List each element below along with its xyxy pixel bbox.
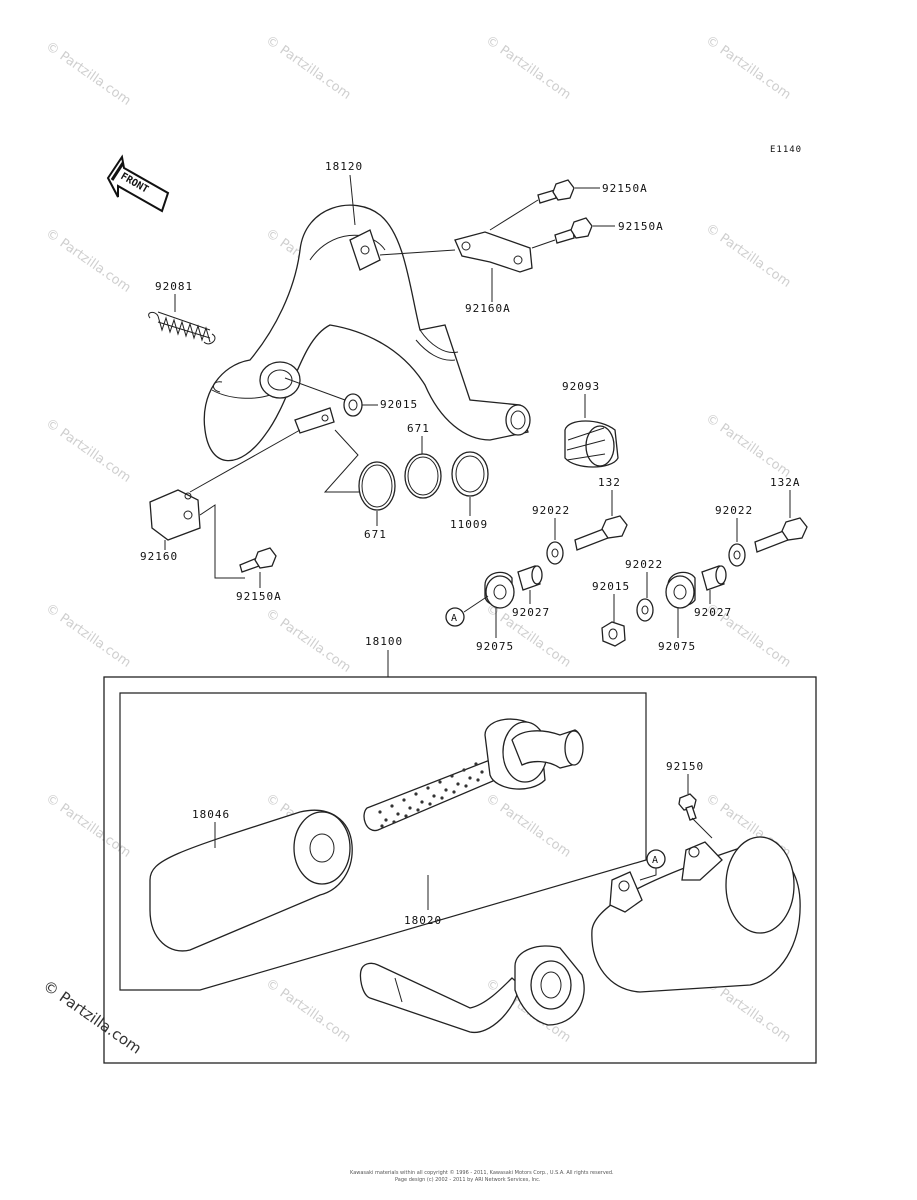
tail-pipe	[359, 945, 585, 1033]
damper-92075-a	[484, 571, 515, 609]
callout-671-b: 671	[407, 422, 430, 435]
front-arrow-icon: FRONT	[106, 154, 170, 213]
bracket-92160	[149, 489, 201, 541]
reference-marker-a-2: A	[646, 849, 666, 869]
callout-92027-b: 92027	[694, 606, 732, 619]
collar-92027-b	[701, 565, 727, 591]
callout-92027-a: 92027	[512, 606, 550, 619]
reference-marker-a-1: A	[445, 607, 465, 627]
bolt-92150A-3	[239, 547, 277, 573]
callout-92081: 92081	[155, 280, 193, 293]
callout-92160A: 92160A	[465, 302, 511, 315]
watermark: © Partzilla.com	[43, 601, 134, 671]
watermark-corner: © Partzilla.com	[40, 977, 145, 1058]
callout-92160: 92160	[140, 550, 178, 563]
silencer-tube-18046	[149, 809, 353, 952]
callout-92150: 92150	[666, 760, 704, 773]
watermark: © Partzilla.com	[43, 39, 134, 109]
bracket-92160A	[454, 231, 533, 273]
callout-18100: 18100	[365, 635, 403, 648]
bolt-92150	[678, 793, 697, 821]
callout-92150A-1: 92150A	[602, 182, 648, 195]
watermark: © Partzilla.com	[263, 976, 354, 1046]
damper-92075-b	[665, 571, 696, 609]
washer-92022-b	[636, 598, 654, 622]
callout-92015-b: 92015	[592, 580, 630, 593]
perforation-holes	[378, 762, 484, 828]
washer-92015-a	[343, 393, 363, 417]
inner-subassembly-frame	[119, 692, 647, 991]
perforated-core-18020	[363, 718, 584, 832]
footer-design-credit: Page design (c) 2002 - 2011 by ARI Netwo…	[395, 1177, 541, 1183]
grommet-92093	[564, 420, 619, 468]
watermark: © Partzilla.com	[43, 226, 134, 296]
callout-92075-b: 92075	[658, 640, 696, 653]
callout-92075-a: 92075	[476, 640, 514, 653]
watermark: © Partzilla.com	[703, 411, 794, 481]
callout-671-a: 671	[364, 528, 387, 541]
watermark: © Partzilla.com	[263, 606, 354, 676]
callout-18020: 18020	[404, 914, 442, 927]
spring-92081	[148, 311, 216, 345]
gasket-671-b	[404, 453, 442, 499]
callout-11009: 11009	[450, 518, 488, 531]
muffler-assembly-box-18100	[103, 676, 817, 1064]
callout-92022-b: 92022	[625, 558, 663, 571]
callout-92022-c: 92022	[715, 504, 753, 517]
expansion-chamber-18120	[203, 204, 531, 462]
watermark: © Partzilla.com	[703, 221, 794, 291]
silencer-body	[591, 836, 801, 993]
callout-92015-a: 92015	[380, 398, 418, 411]
callout-132A: 132A	[770, 476, 801, 489]
callout-18120: 18120	[325, 160, 363, 173]
bolt-132A	[754, 517, 808, 553]
washer-92022-c	[728, 543, 746, 567]
callout-18046: 18046	[192, 808, 230, 821]
nut-92015-b	[601, 621, 626, 647]
bolt-132	[574, 515, 628, 551]
footer-copyright: Kawasaki materials within all copyright …	[350, 1169, 614, 1176]
watermark: © Partzilla.com	[483, 791, 574, 861]
gasket-671-a	[358, 461, 396, 511]
bolt-92150A-2	[554, 217, 593, 244]
reference-a-label: A	[451, 613, 457, 624]
bolt-92150A-1	[537, 179, 575, 204]
watermark: © Partzilla.com	[483, 33, 574, 103]
callout-92093: 92093	[562, 380, 600, 393]
callout-92150A-2: 92150A	[618, 220, 664, 233]
diagram-code: E1140	[770, 145, 802, 155]
callout-92150A-3: 92150A	[236, 590, 282, 603]
watermark: © Partzilla.com	[263, 33, 354, 103]
collar-92027-a	[517, 565, 543, 591]
watermark: © Partzilla.com	[703, 33, 794, 103]
reference-a-label: A	[652, 855, 658, 866]
callout-92022-a: 92022	[532, 504, 570, 517]
watermark: © Partzilla.com	[43, 416, 134, 486]
gasket-11009	[451, 451, 489, 497]
washer-92022-a	[546, 541, 564, 565]
callout-132: 132	[598, 476, 621, 489]
